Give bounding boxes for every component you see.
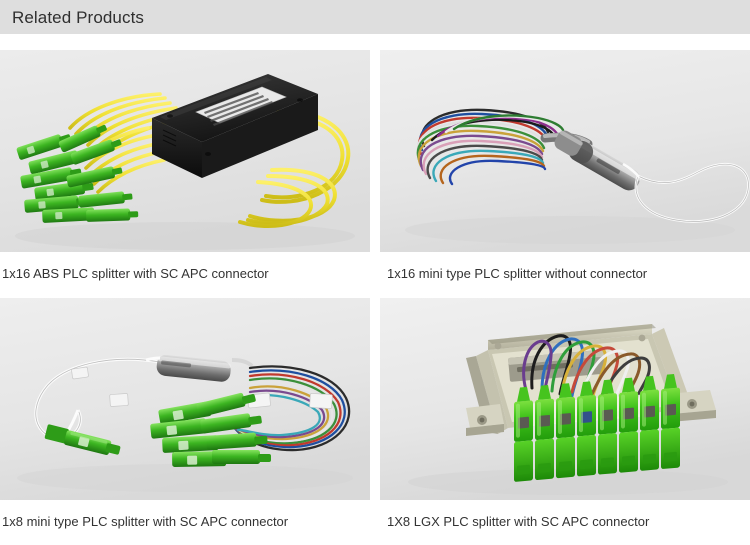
product-card[interactable]: 1x16 ABS PLC splitter with SC APC connec… (0, 50, 370, 298)
product-grid: 1x16 ABS PLC splitter with SC APC connec… (0, 34, 750, 545)
product-image-mini-steel-tube-connectorized[interactable] (0, 297, 370, 500)
related-products-header: Related Products (0, 0, 750, 34)
page-title: Related Products (12, 7, 145, 27)
product-image-lgx-cassette[interactable] (380, 297, 750, 500)
product-image-abs-box-splitter[interactable] (0, 50, 370, 252)
product-caption: 1X8 LGX PLC splitter with SC APC connect… (387, 513, 650, 529)
product-card[interactable]: 1x8 mini type PLC splitter with SC APC c… (0, 297, 370, 545)
product-caption: 1x16 ABS PLC splitter with SC APC connec… (2, 266, 269, 281)
product-caption: 1x16 mini type PLC splitter without conn… (387, 266, 648, 281)
product-card[interactable]: 1x16 mini type PLC splitter without conn… (380, 50, 750, 298)
product-card[interactable]: 1X8 LGX PLC splitter with SC APC connect… (380, 297, 750, 545)
product-caption: 1x8 mini type PLC splitter with SC APC c… (2, 513, 289, 529)
product-image-mini-steel-tube-bare[interactable] (380, 50, 750, 252)
